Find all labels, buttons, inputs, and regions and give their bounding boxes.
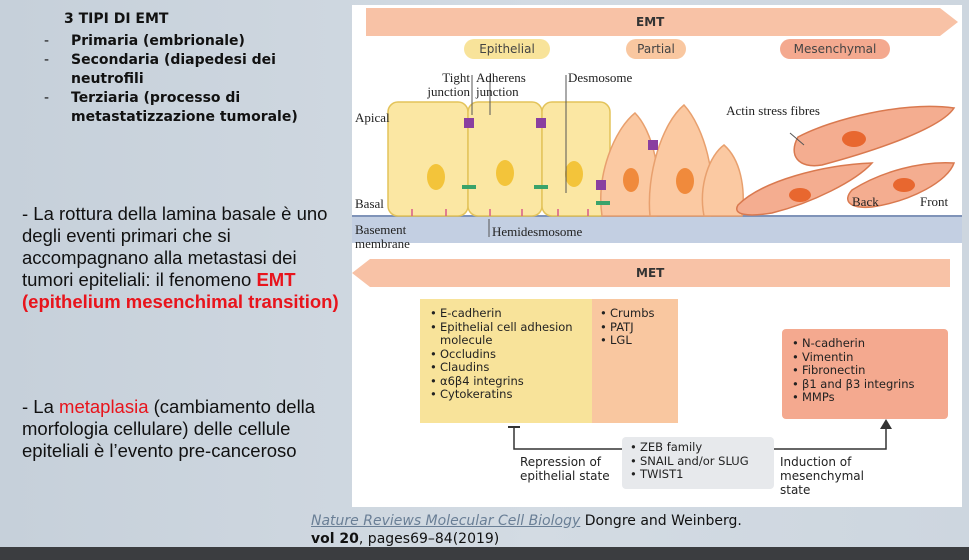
marker-item: β1 and β3 integrins (792, 377, 942, 392)
front-label: Front (920, 194, 949, 209)
met-arrow (352, 259, 950, 287)
factor-item: SNAIL and/or SLUG (630, 454, 768, 469)
apical-label: Apical (355, 110, 390, 125)
tight-junction-label: Tight junction (427, 70, 470, 99)
transcription-factors-box: ZEB family SNAIL and/or SLUG TWIST1 (622, 437, 774, 489)
slide-title: 3 TIPI DI EMT (64, 11, 169, 27)
marker-item: Vimentin (792, 350, 942, 365)
epithelial-cells (387, 101, 611, 217)
stage-partial: Partial (626, 39, 686, 59)
hemidesmosome-label: Hemidesmosome (492, 224, 583, 239)
marker-item: LGL (600, 333, 672, 348)
marker-item: Claudins (430, 360, 586, 375)
marker-item: α6β4 integrins (430, 374, 586, 389)
marker-item: MMPs (792, 390, 942, 405)
back-label: Back (852, 194, 879, 209)
factor-item: TWIST1 (630, 467, 768, 482)
emt-figure: EMT MET Epithelial Partial Mesenchymal T… (352, 5, 962, 507)
emt-types-list: -Primaria (embrionale) -Secondaria (diap… (44, 32, 344, 127)
journal-link[interactable]: Nature Reviews Molecular Cell Biology (311, 513, 581, 529)
emt-type-item: -Terziaria (processo di metastatizzazion… (44, 90, 298, 125)
induction-label: Induction of mesenchymal state (780, 455, 864, 497)
emt-type-item: -Primaria (embrionale) (44, 33, 245, 49)
adherens-junction-label: Adherens junction (476, 70, 526, 99)
marker-item: Occludins (430, 347, 586, 362)
emt-highlight: EMT (epithelium mesenchimal transition) (22, 269, 339, 312)
emt-arrow (366, 8, 958, 36)
stage-mesenchymal: Mesenchymal (780, 39, 890, 59)
basement-membrane (352, 216, 962, 243)
stage-epithelial: Epithelial (464, 39, 550, 59)
basal-lamina-paragraph: - La rottura della lamina basale è uno d… (22, 203, 339, 312)
metaplasia-highlight: metaplasia (59, 396, 149, 417)
bottom-bar (0, 547, 969, 560)
mesenchymal-markers-box: N-cadherin Vimentin Fibronectin β1 and β… (782, 329, 948, 419)
repression-label: Repression of epithelial state (520, 455, 610, 483)
marker-item: Fibronectin (792, 363, 942, 378)
marker-item: Cytokeratins (430, 387, 586, 402)
citation: Nature Reviews Molecular Cell Biology Do… (311, 513, 742, 547)
desmosome-label: Desmosome (568, 70, 633, 85)
emt-diagram-graphic (352, 8, 962, 450)
actin-stress-fibres-label: Actin stress fibres (726, 103, 820, 118)
basal-label: Basal (355, 196, 384, 211)
marker-item: E-cadherin (430, 306, 586, 321)
marker-item: molecule (440, 333, 493, 347)
emt-type-item: -Secondaria (diapedesi dei neutrofili (44, 52, 276, 87)
partial-cells (600, 103, 744, 217)
metaplasia-paragraph: - La metaplasia (cambiamento della morfo… (22, 396, 316, 461)
polarity-markers-box: Crumbs PATJ LGL (592, 299, 678, 423)
emt-arrow-label: EMT (636, 15, 665, 29)
basement-membrane-label: Basement membrane (355, 222, 410, 251)
epithelial-markers-box: E-cadherin Epithelial cell adhesion mole… (420, 299, 592, 423)
marker-item: Crumbs (600, 306, 672, 321)
met-arrow-label: MET (636, 266, 665, 280)
marker-item: PATJ (600, 320, 672, 335)
marker-item: Epithelial cell adhesion (430, 320, 586, 335)
factor-item: ZEB family (630, 440, 768, 455)
marker-item: N-cadherin (792, 336, 942, 351)
